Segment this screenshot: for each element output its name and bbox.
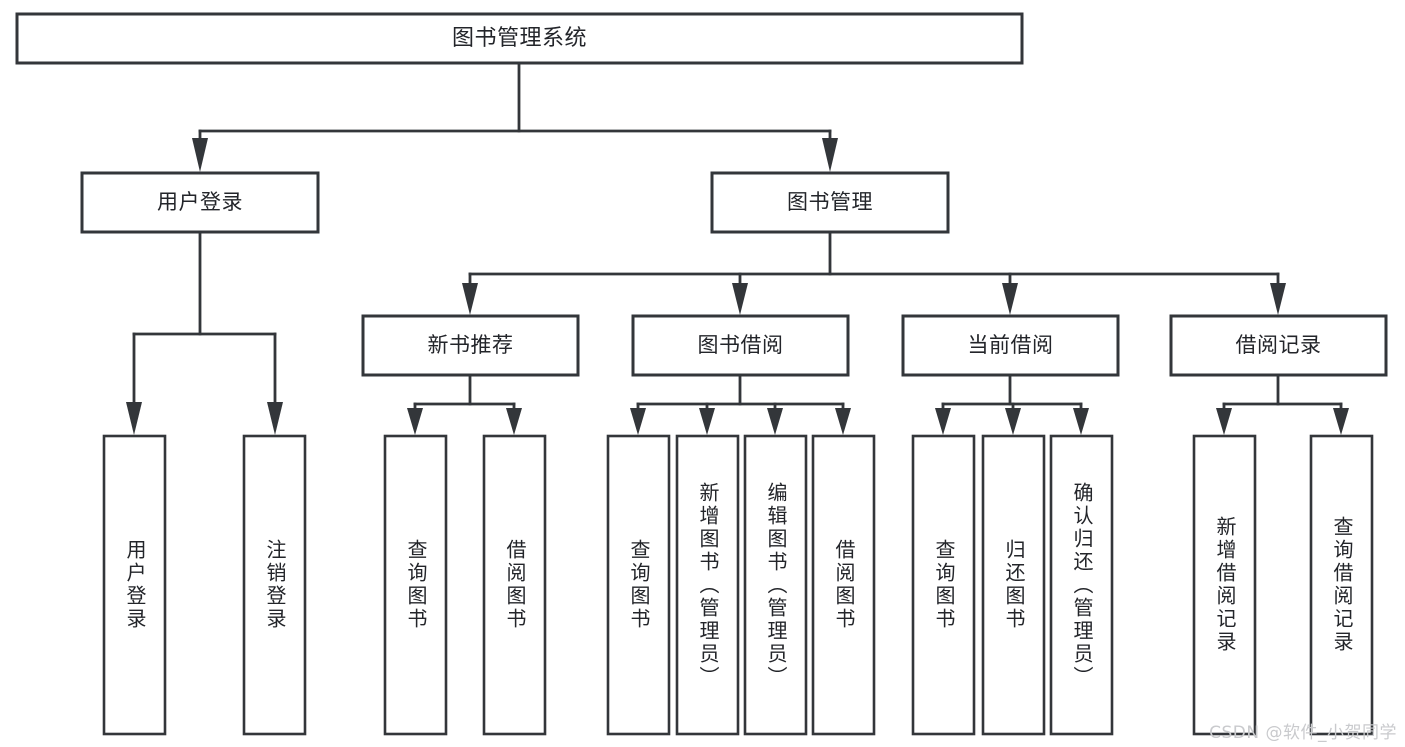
node-box-leaf-logout-login [242, 434, 307, 736]
node-label-leaf-query-book-2: 查询图书 [627, 539, 651, 631]
node-box-leaf-edit-book [743, 434, 808, 736]
node-label-leaf-logout-login: 注销登录 [263, 539, 287, 631]
node-label-leaf-add-record: 新增借阅记录 [1213, 516, 1237, 654]
node-label-leaf-edit-book: 编辑图书（管理员） [764, 481, 788, 689]
connector-borrow-record-to-leaves [1216, 373, 1349, 435]
node-label-leaf-query-record: 查询借阅记录 [1330, 516, 1354, 654]
node-box-current-borrow [901, 314, 1120, 377]
node-box-leaf-add-book [675, 434, 740, 736]
node-label-leaf-query-book-3: 查询图书 [932, 539, 956, 631]
node-label-leaf-confirm-return: 确认归还（管理员） [1070, 481, 1094, 689]
connector-book-manage-to-level3 [462, 230, 1286, 315]
node-box-root [15, 12, 1024, 65]
connector-book-borrow-to-leaves [630, 373, 851, 435]
connector-user-login-to-leaves [126, 230, 283, 435]
node-label-leaf-borrow-book-1: 借阅图书 [503, 539, 527, 631]
node-box-user-login [80, 171, 320, 234]
node-label-current-borrow: 当前借阅 [967, 333, 1054, 358]
node-box-leaf-query-book-1 [383, 434, 448, 736]
node-label-leaf-query-book-1: 查询图书 [404, 539, 428, 631]
node-box-leaf-return-book [981, 434, 1046, 736]
connector-current-borrow-to-leaves [935, 373, 1089, 435]
node-label-user-login: 用户登录 [157, 190, 243, 215]
node-label-leaf-return-book: 归还图书 [1002, 539, 1026, 631]
node-label-leaf-user-login: 用户登录 [123, 539, 147, 631]
node-box-new-book-recommend [361, 314, 580, 377]
node-box-leaf-user-login [102, 434, 167, 736]
node-label-book-borrow: 图书借阅 [697, 333, 784, 358]
node-box-leaf-borrow-book-1 [482, 434, 547, 736]
csdn-watermark: CSDN @软件_小贺同学 [1209, 723, 1397, 743]
node-label-leaf-add-book: 新增图书（管理员） [696, 481, 720, 689]
connector-new-book-recommend-to-leaves [407, 373, 522, 435]
node-box-leaf-borrow-book-2 [811, 434, 876, 736]
node-label-root: 图书管理系统 [451, 25, 587, 51]
node-label-borrow-record: 借阅记录 [1235, 333, 1322, 358]
node-label-leaf-borrow-book-2: 借阅图书 [832, 539, 856, 631]
node-box-leaf-confirm-return [1049, 434, 1114, 736]
connector-root-to-level2 [192, 61, 838, 172]
node-box-leaf-add-record [1192, 434, 1257, 736]
node-box-leaf-query-record [1309, 434, 1374, 736]
node-label-new-book-recommend: 新书推荐 [427, 333, 514, 358]
node-label-book-manage: 图书管理 [787, 190, 873, 215]
node-box-leaf-query-book-3 [911, 434, 976, 736]
node-box-leaf-query-book-2 [606, 434, 671, 736]
